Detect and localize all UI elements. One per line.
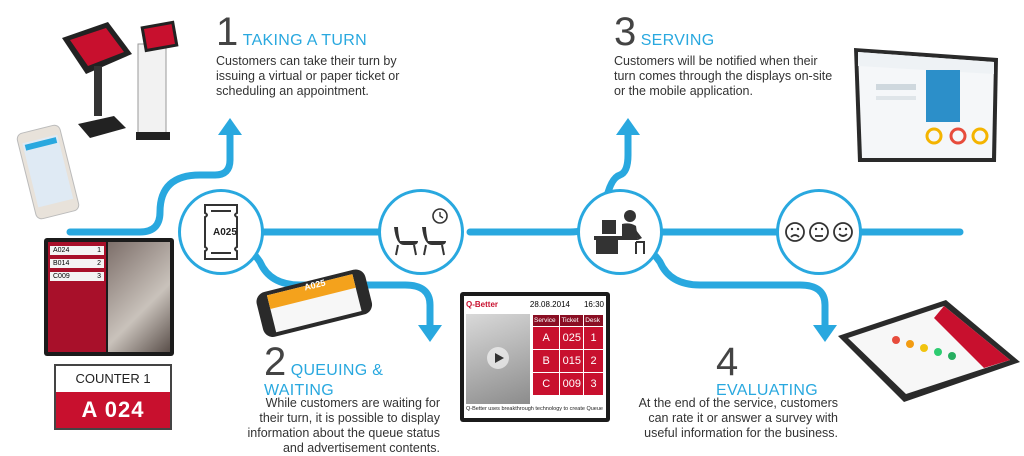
queue-header: Desk (585, 317, 600, 324)
queue-display-date: 28.08.2014 (529, 299, 570, 309)
queue-cell: 2 (590, 355, 597, 367)
step-3-desc-line: turn comes through the displays on-site (614, 69, 833, 83)
step-3-title: SERVING (640, 32, 715, 49)
step-3-description: Customers will be notified when their tu… (614, 54, 854, 99)
evaluating-circle (776, 189, 862, 275)
step-4-number: 4 (716, 340, 739, 384)
step-2-desc-line: information about the queue status (247, 426, 441, 440)
left-display-desk: 2 (97, 260, 101, 267)
step-3-desc-line: or the mobile application. (614, 84, 753, 98)
ticket-label: A025 (213, 227, 237, 238)
step-3: 3 SERVING Customers will be notified whe… (614, 12, 854, 99)
step-1: 1 TAKING A TURN Customers can take their… (216, 12, 416, 99)
left-display-desk: 1 (97, 247, 101, 254)
counter-number: A 024 (56, 392, 170, 428)
kiosk-illustration (62, 20, 179, 140)
step-2-desc-line: their turn, it is possible to display (259, 411, 440, 425)
queue-cell: 3 (590, 378, 597, 390)
step-2-desc-line: and advertisement contents. (282, 441, 440, 455)
step-2-number: 2 (264, 340, 287, 384)
queue-cell: B (542, 355, 550, 367)
ticket-circle: A025 (178, 189, 264, 275)
step-1-desc-line: issuing a virtual or paper ticket or (216, 69, 400, 83)
tablet-survey-illustration (838, 300, 1020, 402)
step-2-desc-line: While customers are waiting for (265, 396, 440, 410)
play-icon (487, 347, 509, 369)
queue-cell: 009 (562, 378, 581, 390)
left-display-ticket: B014 (53, 260, 70, 267)
ticket-icon (204, 204, 238, 260)
step-4-desc-line: useful information for the business. (644, 426, 838, 440)
queue-cell: A (542, 332, 550, 344)
left-display-desk: 3 (97, 273, 101, 280)
step-2-title: QUEUING & WAITING (264, 362, 384, 399)
step-3-number: 3 (614, 10, 637, 54)
phone-illustration (16, 124, 80, 220)
queue-cell: 1 (590, 332, 597, 344)
phone-ticket-illustration (256, 269, 373, 337)
step-2: 2 QUEUING & WAITING While customers are … (230, 340, 441, 456)
smiley-faces-icon (785, 222, 853, 242)
left-display-ticket: A024 (53, 247, 70, 254)
queue-table: Service Ticket Desk A 025 1 B 015 2 C 00… (532, 314, 604, 396)
step-1-title: TAKING A TURN (242, 32, 367, 49)
chairs-clock-icon (394, 208, 448, 256)
queue-cell: 025 (562, 332, 581, 344)
queue-display-brand: Q-Better (466, 299, 499, 309)
left-display-rows: A024 1 B014 2 C009 3 (50, 246, 104, 281)
queue-cell: 015 (562, 355, 581, 367)
dashboard-monitor-illustration (854, 48, 998, 162)
queue-cell: C (542, 378, 551, 390)
desk-agent-icon (594, 210, 645, 254)
step-1-number: 1 (216, 10, 239, 54)
step-4-description: At the end of the service, customers can… (618, 396, 838, 441)
step-1-desc-line: scheduling an appointment. (216, 84, 369, 98)
counter-label: COUNTER 1 (75, 371, 151, 386)
left-display-ticket: C009 (53, 273, 70, 280)
serving-circle (577, 189, 663, 275)
step-4-desc-line: At the end of the service, customers (638, 396, 838, 410)
queue-ticker: Q-Better uses breakthrough technology to… (466, 406, 604, 412)
step-1-desc-line: Customers can take their turn by (216, 54, 397, 68)
queue-display-header: Q-Better 28.08.2014 16:30 (466, 298, 604, 310)
step-4-title: EVALUATING (716, 382, 818, 399)
step-3-desc-line: Customers will be notified when their (614, 54, 818, 68)
step-1-description: Customers can take their turn by issuing… (216, 54, 416, 99)
queue-display: Q-Better 28.08.2014 16:30 Service Ticket… (460, 292, 610, 422)
step-2-description: While customers are waiting for their tu… (230, 396, 441, 456)
queue-display-time: 16:30 (583, 299, 604, 309)
counter-sign: COUNTER 1 A 024 (54, 364, 172, 430)
queue-header: Service (534, 317, 556, 324)
left-display: A024 1 B014 2 C009 3 (44, 238, 174, 356)
video-area (466, 314, 530, 404)
step-4-desc-line: can rate it or answer a survey with (648, 411, 838, 425)
waiting-circle (378, 189, 464, 275)
queue-header: Ticket (561, 317, 579, 324)
step-4: 4 EVALUATING At the end of the service, … (618, 342, 838, 441)
